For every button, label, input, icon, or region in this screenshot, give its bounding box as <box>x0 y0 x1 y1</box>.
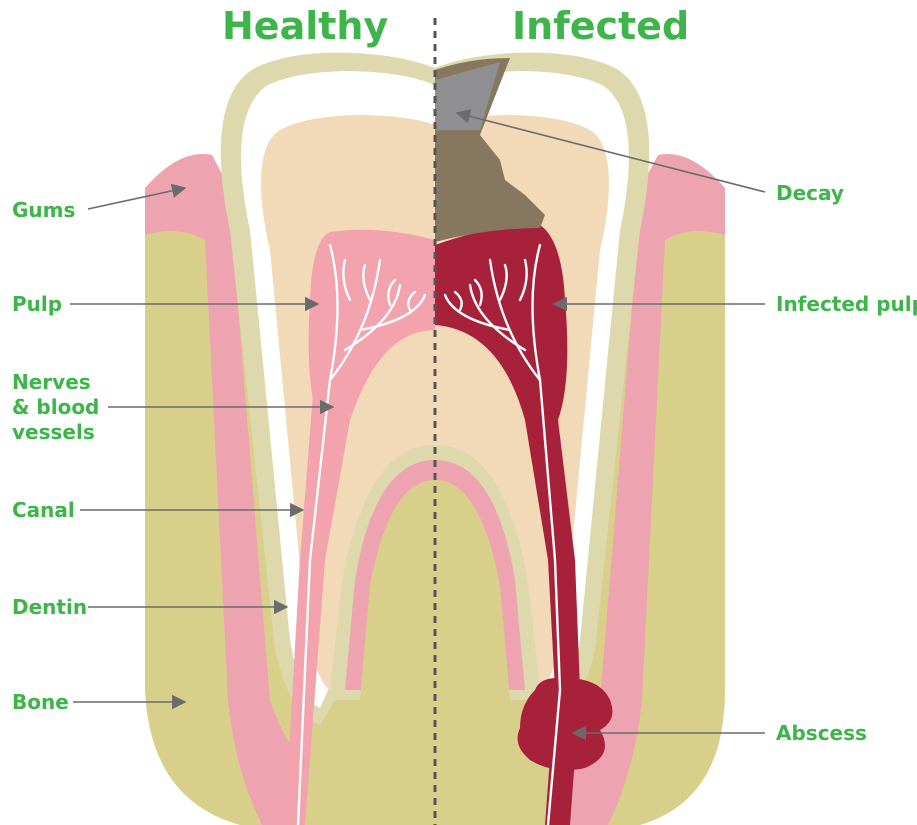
label-nerves: Nerves & blood vessels <box>12 370 99 445</box>
label-canal: Canal <box>12 498 75 522</box>
title-infected: Infected <box>512 2 689 50</box>
label-infected-pulp: Infected pulp <box>776 292 917 316</box>
label-pulp: Pulp <box>12 292 62 316</box>
label-dentin: Dentin <box>12 595 87 619</box>
label-abscess: Abscess <box>776 721 867 745</box>
label-decay: Decay <box>776 181 844 205</box>
title-healthy: Healthy <box>222 2 388 50</box>
label-bone: Bone <box>12 690 69 714</box>
label-gums: Gums <box>12 198 75 222</box>
